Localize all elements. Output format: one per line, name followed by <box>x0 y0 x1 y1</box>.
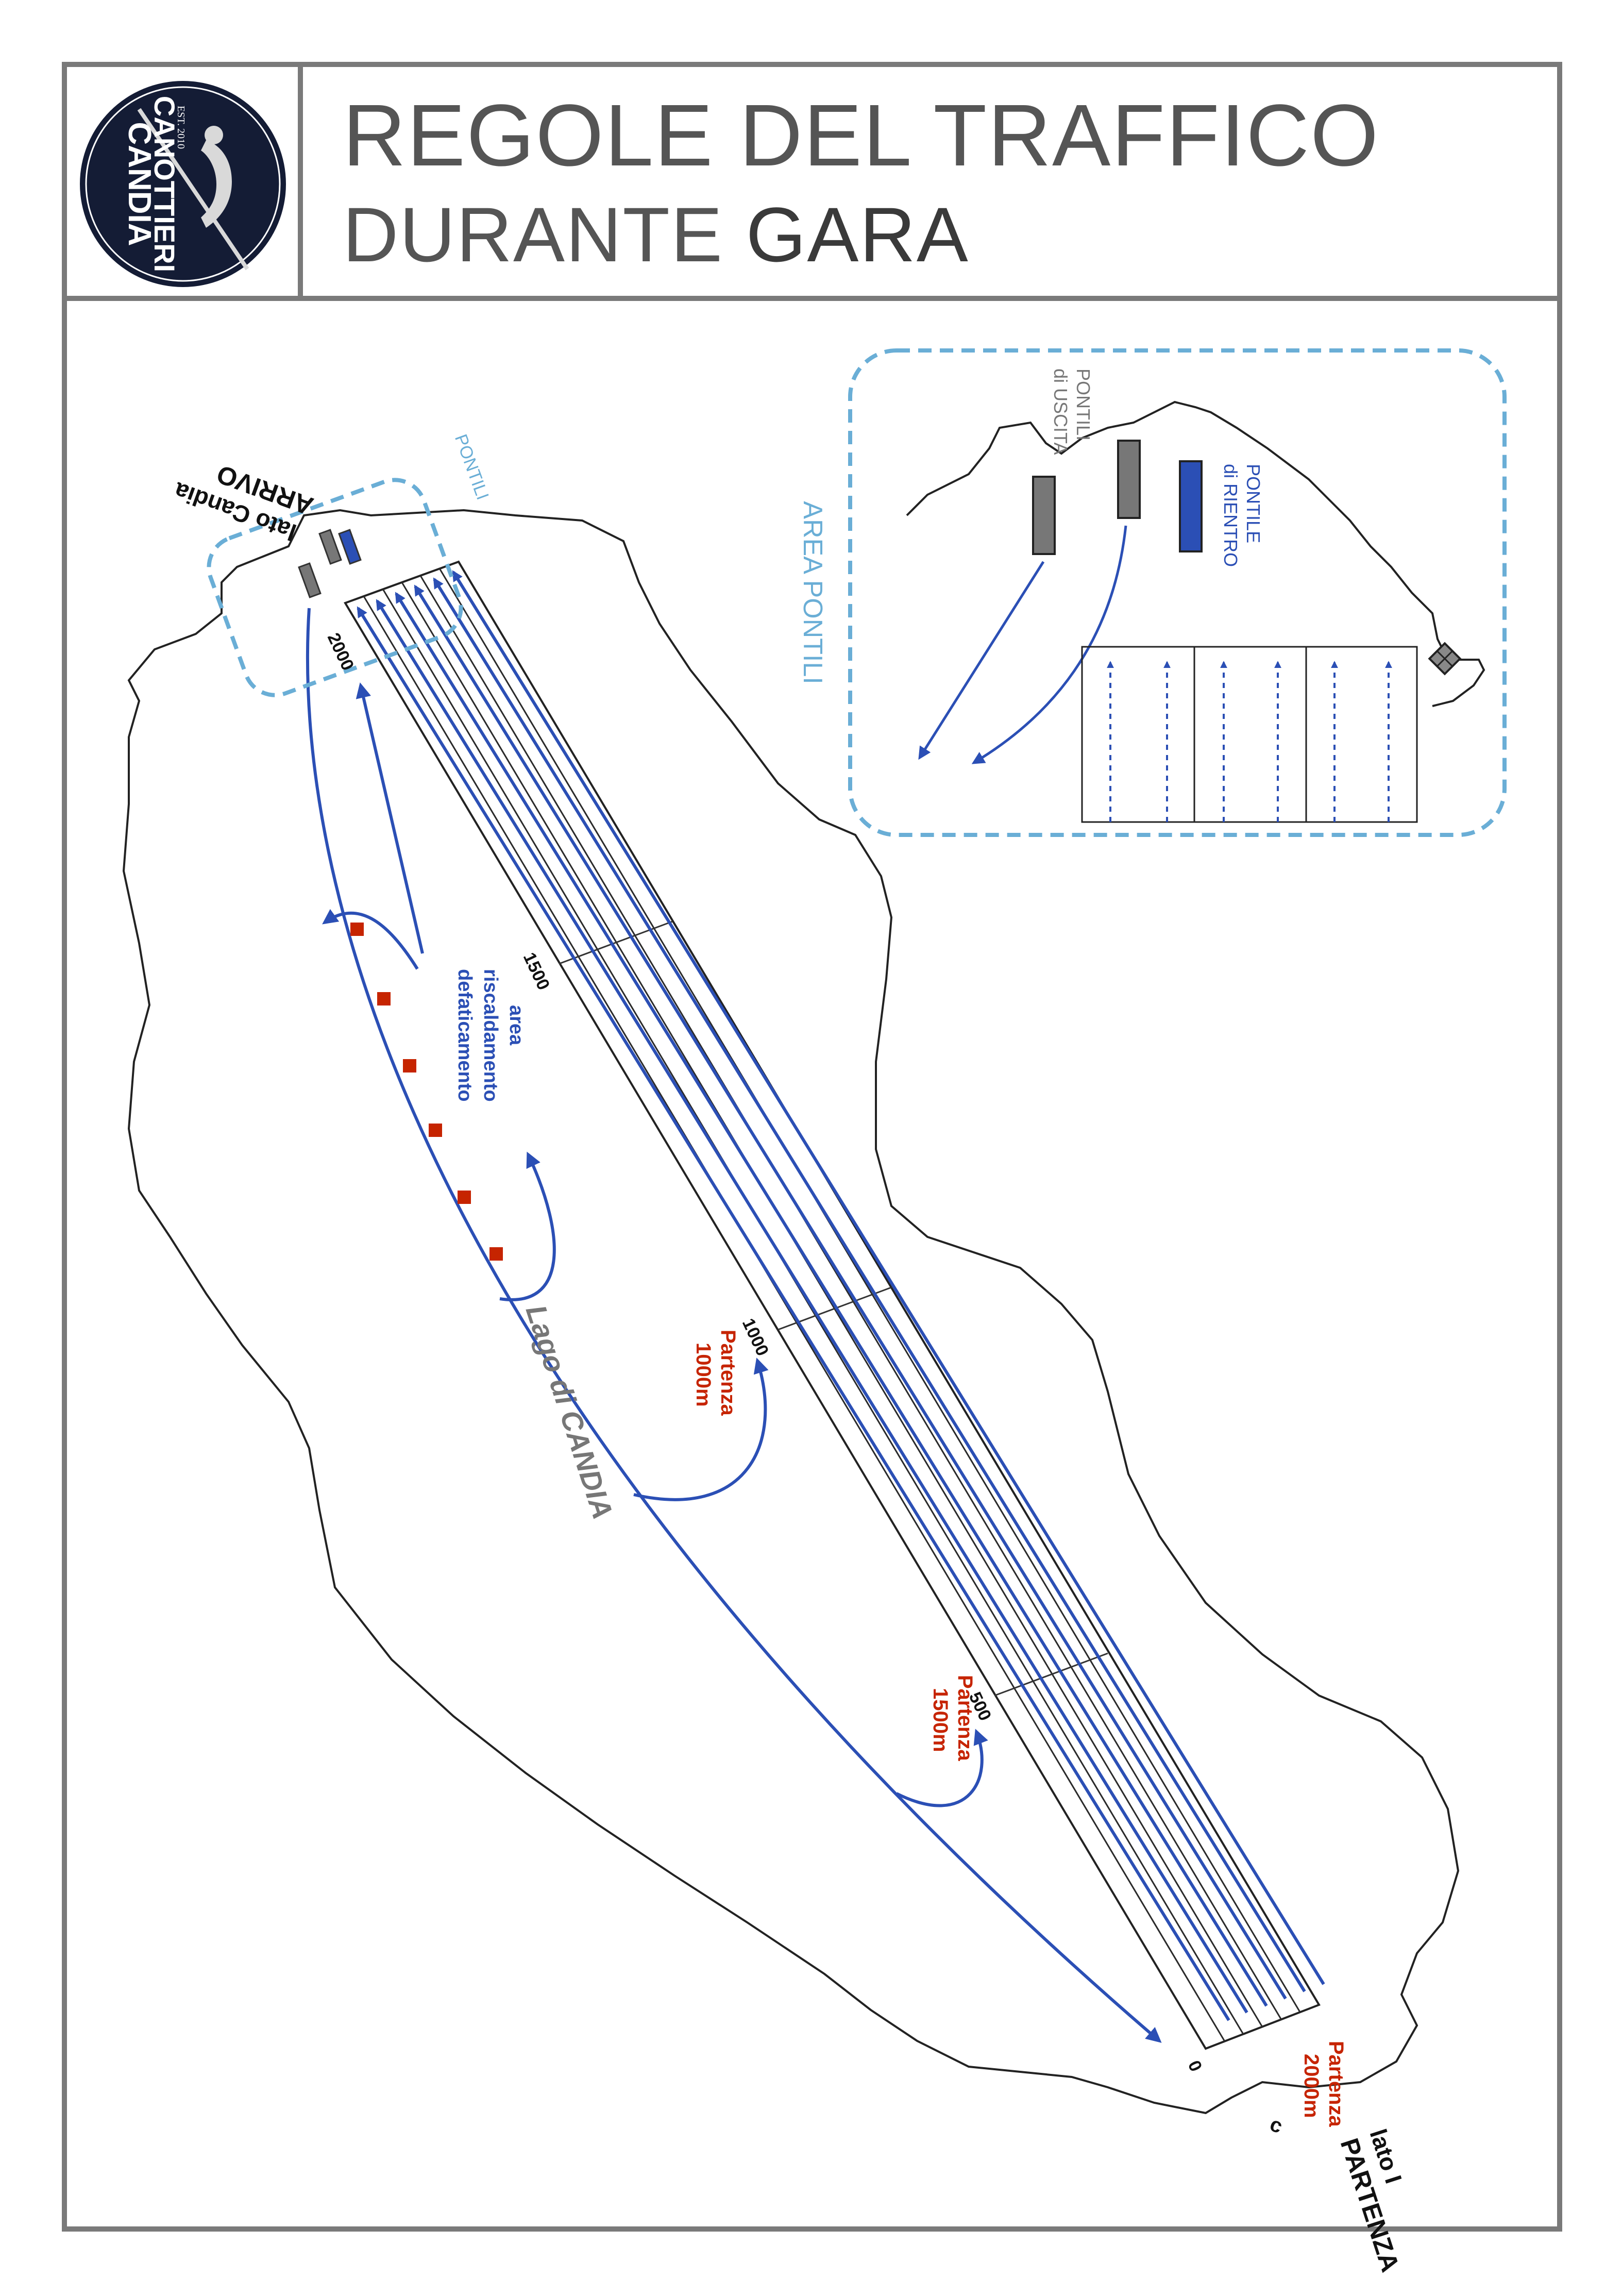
lane-arrow <box>452 570 1325 1985</box>
buoy <box>489 1247 503 1261</box>
pontili-highlight-box <box>207 478 463 697</box>
warmup-loop-mid <box>499 1151 556 1301</box>
lake-name: Lago di CANDIA <box>520 1301 620 1523</box>
inset-exit-arrows <box>918 525 1127 764</box>
header-divider <box>62 296 1562 301</box>
start-1500-line2: 1500m <box>929 1688 952 1752</box>
return-route-main <box>306 608 1162 2043</box>
buoy <box>350 923 364 936</box>
partenza-mark: ɔ <box>1266 2115 1285 2140</box>
return-routes <box>306 608 1162 2043</box>
inset-shoreline <box>906 400 1485 707</box>
distance-marker-0: 0 <box>1184 2057 1206 2074</box>
logo-divider <box>298 62 303 299</box>
pontili-uscita-line2: di USCITA <box>1050 368 1071 455</box>
pontile-rientro-line2: di RIENTRO <box>1220 464 1241 567</box>
start-2000-line2: 2000m <box>1300 2054 1323 2118</box>
dock-uscita-1 <box>1032 476 1056 555</box>
title-line2-a: DURANTE <box>343 191 724 278</box>
page-frame <box>62 62 1562 2232</box>
start-1500-line1: Partenza <box>954 1675 976 1761</box>
logo-text-line1: CANOTTIERI <box>148 96 181 272</box>
logo-text-line2: CANDIA <box>122 122 157 246</box>
pontili-label: PONTILI <box>451 432 493 502</box>
start-2000-line1: Partenza <box>1325 2041 1347 2127</box>
pontili-uscita-line1: PONTILI <box>1073 368 1094 441</box>
lane-arrows <box>357 570 1325 2021</box>
lane-arrow <box>414 584 1287 2000</box>
lane-arrow <box>357 606 1230 2021</box>
loop-partenza-1000 <box>633 1358 769 1501</box>
inset-lane-dashed-arrows <box>1107 661 1392 822</box>
inset-area-pontili <box>848 348 1507 837</box>
inset-docks <box>1032 440 1203 555</box>
lane-arrow <box>433 577 1306 1992</box>
title-line2-b: GARA <box>746 191 969 278</box>
dock-rientro <box>1179 460 1203 552</box>
rower-silhouette-icon <box>201 140 232 228</box>
start-1000-line2: 1000m <box>692 1343 715 1407</box>
buoy <box>403 1059 416 1072</box>
distance-marker-1000: 1000 <box>738 1315 772 1359</box>
dock-uscita-2 <box>1117 440 1141 519</box>
inset-lane-dividers <box>1193 647 1307 822</box>
pontile-rientro-line1: PONTILE <box>1243 464 1264 543</box>
title-line1: REGOLE DEL TRAFFICO <box>343 87 1380 185</box>
loop-partenza-1500 <box>896 1729 988 1807</box>
title-line2: DURANTE GARA <box>343 196 969 273</box>
inset-lanes-grid <box>1081 646 1418 823</box>
lane-dividers <box>363 568 1301 2042</box>
pontili-docks <box>298 529 362 598</box>
buoy <box>458 1191 471 1204</box>
inset-title: AREA PONTILI <box>798 501 827 684</box>
distance-marker-2000: 2000 <box>324 630 358 674</box>
buoy <box>377 992 391 1005</box>
inset-boathouse-icon <box>1428 642 1462 676</box>
lake-outline <box>122 509 1460 2115</box>
warmup-loop-top <box>322 909 419 970</box>
logo-est: EST. 2010 <box>175 106 187 149</box>
distance-marker-1500: 1500 <box>519 949 553 993</box>
return-route-warmup <box>356 682 424 954</box>
club-logo: CANOTTIERI CANDIA EST. 2010 <box>80 81 286 287</box>
warmup-label-line3: defaticamento <box>454 969 476 1102</box>
warmup-buoys <box>350 923 503 1261</box>
buoy <box>429 1124 442 1137</box>
warmup-label-line1: area <box>505 1005 527 1046</box>
start-1000-line1: Partenza <box>717 1330 739 1416</box>
warmup-label-line2: riscaldamento <box>480 969 501 1102</box>
lane-arrow <box>376 599 1248 2014</box>
lane-arrow <box>395 592 1268 2007</box>
